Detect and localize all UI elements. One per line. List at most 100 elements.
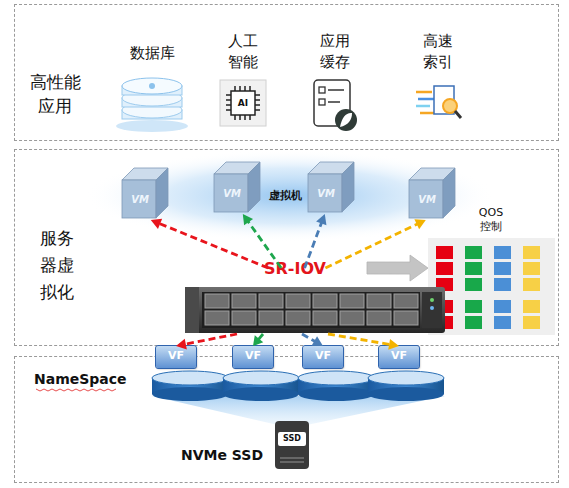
ai-chip-icon <box>220 80 266 126</box>
dashed-band: 服务 器虚 拟化VMVMVMVMSR-IOVQOS 控制 <box>15 150 558 345</box>
dashed-arrow <box>176 334 237 349</box>
dashed-band: NameSpaceVFVFVFVFNVMe SSDSSD <box>15 357 558 482</box>
dashed-line <box>328 334 391 345</box>
qos-grid <box>465 246 482 259</box>
arrow-head <box>243 214 253 225</box>
ssd-drive <box>280 461 304 463</box>
arrow-head <box>253 335 263 346</box>
server-chassis <box>430 306 434 310</box>
qos-grid <box>428 238 555 335</box>
index-icon <box>416 105 430 108</box>
qos-grid <box>436 246 453 259</box>
node-label: AI <box>231 97 255 109</box>
namespace-disk <box>152 387 228 401</box>
database-icon <box>116 120 188 132</box>
server-chassis <box>202 292 420 328</box>
cache-icon <box>340 113 352 127</box>
dashed-arrow <box>151 219 268 268</box>
dashed-line <box>325 223 418 268</box>
cache-icon <box>314 80 357 131</box>
qos-grid <box>523 246 540 259</box>
namespace-disk <box>298 387 374 401</box>
cache-icon <box>328 101 340 103</box>
node-label: 人工 智能 <box>226 31 260 73</box>
qos-grid <box>523 278 540 291</box>
qos-panel: QOS 控制 <box>428 238 555 335</box>
qos-grid <box>494 246 511 259</box>
vm-cube <box>308 174 342 212</box>
vm-cube <box>443 168 455 218</box>
vm-cube: VM <box>409 168 457 220</box>
node-label: 高速 索引 <box>421 31 455 73</box>
dashed-line <box>158 223 268 268</box>
vm-cube <box>342 162 354 212</box>
server-chassis <box>259 311 283 325</box>
server-chassis <box>367 311 391 325</box>
namespace-disk <box>368 371 444 385</box>
qos-grid <box>523 300 540 313</box>
namespace-disk <box>152 371 228 385</box>
dashed-line <box>184 334 237 344</box>
ssd-icon: NVMe SSDSSD <box>275 421 309 469</box>
server-chassis <box>286 311 310 325</box>
ai-chip-icon <box>226 86 260 120</box>
server-chassis <box>422 292 442 328</box>
index-icon <box>455 111 461 118</box>
vm-cube: VM <box>214 162 262 214</box>
ssd-drive <box>275 421 309 469</box>
server-chassis <box>185 287 199 333</box>
server-chassis <box>313 311 337 325</box>
node-label: VF <box>303 349 343 363</box>
namespace-disk <box>223 371 299 385</box>
server-chassis <box>340 311 364 325</box>
vm-cube <box>122 180 156 218</box>
ssd-drive <box>275 421 309 469</box>
band-label: 高性能 应用 <box>26 70 84 118</box>
vm-cube <box>156 168 168 218</box>
cache-icon <box>328 89 344 91</box>
namespace-disk <box>368 387 444 401</box>
ssd-drive <box>278 432 306 446</box>
node-label: VM <box>411 194 443 206</box>
index-icon <box>420 112 434 115</box>
qos-grid <box>465 316 482 329</box>
server-chassis <box>185 287 445 333</box>
dashed-arrow <box>253 334 263 346</box>
cache-icon <box>319 99 325 105</box>
dashed-arrow <box>328 334 399 350</box>
database-icon <box>122 78 182 94</box>
node-label: VM <box>310 188 342 200</box>
icon-tile: 人工 智能 AI <box>214 30 272 130</box>
dashed-arrow <box>243 214 281 268</box>
node-label: NVMe SSD <box>181 446 271 464</box>
vm-cube: VM <box>122 168 170 220</box>
index-icon <box>443 99 457 113</box>
node-label: VM <box>216 188 248 200</box>
cache-icon <box>319 87 325 93</box>
node-label: QOS 控制 <box>474 206 508 234</box>
spell-underline <box>36 389 116 391</box>
band-label: NameSpace <box>34 370 144 388</box>
node-label: 应用 缓存 <box>318 31 352 73</box>
database-icon <box>149 83 155 89</box>
server-chassis <box>205 294 229 308</box>
index-icon <box>416 86 461 118</box>
qos-grid <box>494 300 511 313</box>
block-arrow-shape <box>367 255 428 281</box>
arrow-head <box>151 219 162 229</box>
server-chassis <box>259 294 283 308</box>
qos-grid <box>494 316 511 329</box>
dashed-arrow <box>305 214 327 268</box>
dashed-line <box>305 221 322 268</box>
server-chassis <box>313 294 337 308</box>
qos-grid <box>523 316 540 329</box>
server-chassis <box>286 294 310 308</box>
database-icon <box>116 78 188 132</box>
dashed-line <box>258 334 263 340</box>
server-chassis <box>367 294 391 308</box>
ai-chip-icon <box>231 91 255 115</box>
icon-tile: 数据库 <box>110 40 194 134</box>
qos-grid <box>428 238 555 335</box>
vf-box: VF <box>379 346 419 368</box>
